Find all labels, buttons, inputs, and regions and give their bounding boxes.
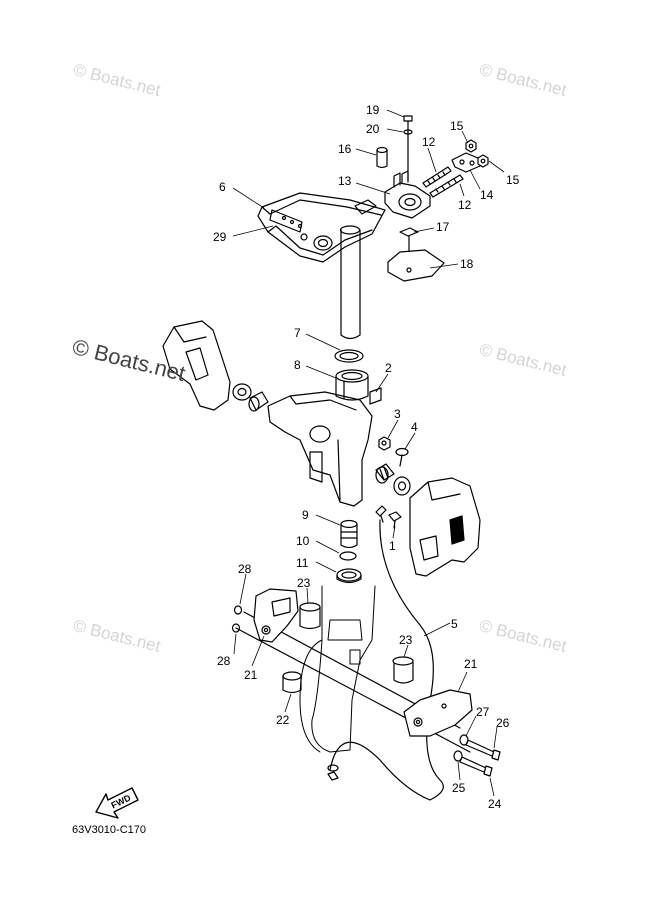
upper-mount-plate — [384, 170, 431, 219]
bolt-4 — [395, 447, 409, 467]
callout-8: 8 — [294, 358, 301, 372]
callout-21-a: 21 — [244, 668, 258, 682]
washer-28-lower — [231, 623, 241, 633]
nut-3 — [378, 436, 391, 451]
callout-6: 6 — [219, 180, 226, 194]
clip-14 — [451, 152, 481, 173]
stud-12-lower — [429, 174, 464, 198]
stud-12-upper — [422, 166, 452, 188]
callout-12-a: 12 — [422, 135, 436, 149]
callout-3: 3 — [394, 407, 401, 421]
callout-17: 17 — [436, 220, 450, 234]
bushing-7 — [334, 349, 364, 363]
callout-26: 26 — [496, 716, 510, 730]
ground-wire-5 — [329, 519, 444, 801]
nut-15-a — [465, 139, 477, 153]
callout-21-b: 21 — [464, 657, 478, 671]
steering-bracket — [257, 192, 386, 263]
grease-nipple — [375, 505, 387, 523]
callout-9: 9 — [302, 508, 309, 522]
callout-25: 25 — [452, 781, 466, 795]
seal-11 — [336, 568, 362, 584]
rubber-mount-22 — [282, 671, 302, 694]
lower-mount-21-right — [403, 689, 473, 737]
cover-plate-18 — [387, 249, 445, 282]
callout-2: 2 — [385, 361, 392, 375]
diagram-code: 63V3010-C170 — [72, 824, 147, 836]
screw-1 — [388, 511, 402, 529]
callout-22: 22 — [276, 713, 290, 727]
right-clamp-bracket — [409, 477, 481, 577]
callout-24: 24 — [488, 797, 502, 811]
callout-10: 10 — [296, 534, 310, 548]
leader-lines — [232, 109, 505, 797]
callout-23-b: 23 — [399, 633, 413, 647]
callout-13: 13 — [338, 174, 352, 188]
callout-18: 18 — [460, 257, 474, 271]
callout-5: 5 — [451, 617, 458, 631]
pin-16 — [376, 146, 388, 169]
callout-numbers: 19 20 16 12 15 15 14 12 13 6 29 17 18 7 … — [213, 103, 520, 811]
washer-25 — [453, 750, 463, 762]
callout-28-a: 28 — [238, 562, 252, 576]
callout-15-a: 15 — [450, 119, 464, 133]
callout-1: 1 — [389, 539, 396, 553]
bolt-26 — [465, 739, 501, 761]
wire-terminal — [327, 764, 339, 781]
washer-right — [393, 476, 411, 496]
bolt-19 — [403, 115, 413, 181]
damper-9 — [340, 519, 358, 549]
bushing-left — [248, 391, 269, 412]
callout-11: 11 — [296, 556, 309, 570]
callout-29: 29 — [213, 230, 227, 244]
callout-15-b: 15 — [506, 173, 520, 187]
callout-27: 27 — [476, 705, 490, 719]
washer-28-upper — [233, 605, 243, 615]
rubber-mount-23-a — [299, 602, 321, 630]
lower-mount-21-left — [253, 588, 299, 643]
bushing-8 — [335, 369, 369, 401]
callout-12-b: 12 — [458, 198, 472, 212]
left-clamp-bracket — [162, 320, 231, 411]
callout-7: 7 — [294, 326, 301, 340]
fwd-arrow-icon: FWD — [95, 787, 139, 819]
callout-28-b: 28 — [217, 654, 231, 668]
washer-left — [232, 383, 252, 401]
callout-23-a: 23 — [297, 576, 311, 590]
callout-20: 20 — [366, 122, 380, 136]
o-ring-10 — [339, 551, 357, 561]
plate-2 — [369, 387, 382, 405]
callout-14: 14 — [480, 188, 494, 202]
swivel-bracket — [267, 391, 373, 507]
callout-4: 4 — [411, 420, 418, 434]
steering-shaft — [339, 225, 361, 340]
bushing-right — [375, 463, 395, 484]
bolt-24 — [459, 756, 493, 777]
callout-19: 19 — [366, 103, 380, 117]
callout-16: 16 — [338, 142, 352, 156]
rubber-mount-23-b — [392, 656, 414, 684]
nut-15-b — [477, 154, 489, 168]
